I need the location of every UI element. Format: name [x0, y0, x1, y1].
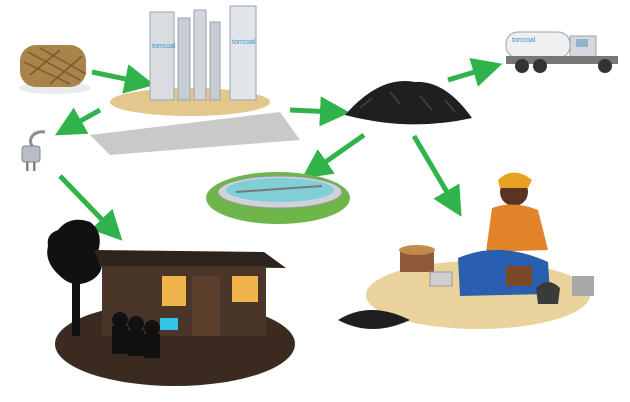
power-plug-icon	[21, 130, 46, 171]
arrow-plant-to-coal	[289, 96, 350, 127]
tanker-truck-icon: torrcoal	[505, 31, 618, 73]
cooking-woman-icon	[338, 172, 594, 329]
arrow-plant-to-plug	[54, 107, 102, 136]
arrow-coal-to-truck	[447, 57, 503, 87]
straw-bale-icon	[19, 45, 91, 94]
arrow-coal-to-water	[301, 132, 366, 179]
arrow-bale-to-plant	[91, 64, 155, 94]
biocoal-pile-icon	[345, 80, 472, 125]
plant-label-left: torrcoal	[152, 43, 176, 50]
arrow-coal-to-cooking	[411, 134, 462, 217]
arrow-plug-to-house	[58, 174, 123, 241]
plant-label-right: torrcoal	[232, 39, 256, 46]
torrefaction-plant-icon: torrcoal torrcoal	[90, 5, 300, 155]
water-treatment-basin-icon	[206, 172, 350, 224]
tanker-label: torrcoal	[512, 37, 536, 44]
house-at-night-icon	[47, 219, 295, 386]
